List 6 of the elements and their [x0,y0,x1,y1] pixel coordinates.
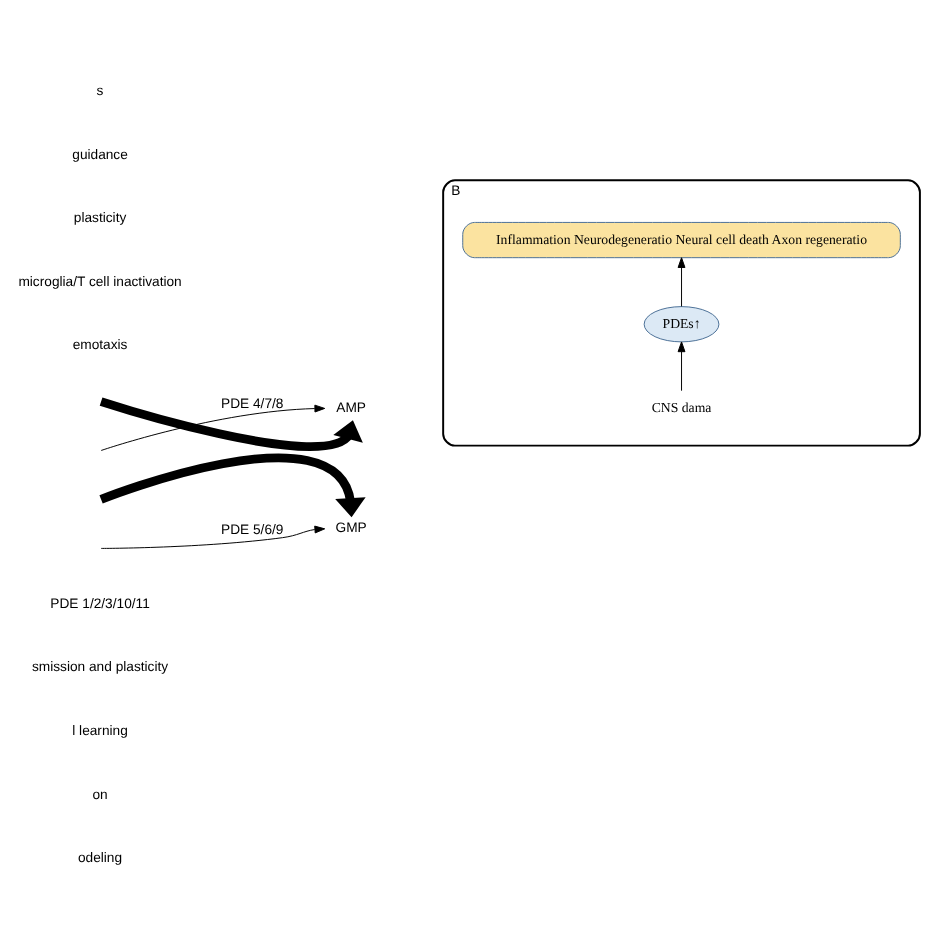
arrow [100,403,326,450]
arrow [99,396,363,450]
arrow [677,256,686,306]
arrow [99,452,366,517]
arrow [100,524,326,548]
arrow [677,340,686,391]
